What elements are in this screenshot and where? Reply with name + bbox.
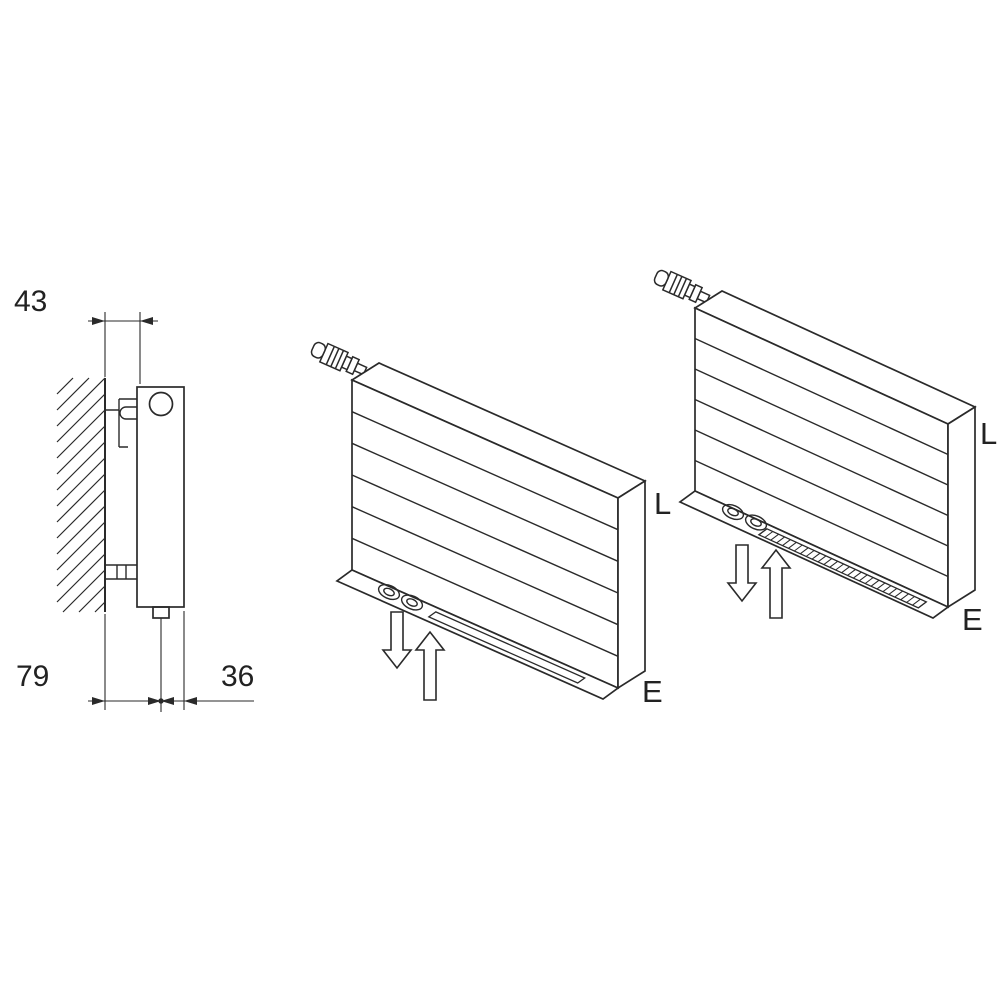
grille-tooth (770, 533, 780, 541)
panel-lines (694, 337, 949, 578)
grille-tooth (835, 563, 844, 571)
wall-hatch-icon (56, 377, 106, 613)
grille-tooth (847, 568, 856, 576)
airflow-down-arrow (381, 611, 413, 670)
connection-port (377, 583, 401, 601)
grille-tooth (888, 587, 898, 595)
valve-cap (310, 341, 327, 359)
side-view: 43 79 36 (14, 285, 254, 712)
grille-tooth (788, 541, 797, 549)
grille-tooth (858, 574, 868, 582)
valve-port-circle (148, 391, 174, 417)
valve-rib (677, 278, 688, 298)
label-end: E (962, 602, 983, 637)
valve-rib (673, 276, 683, 296)
right-end-face (947, 405, 976, 609)
label-length: L (980, 416, 997, 451)
arrowhead-right-icon (92, 697, 105, 705)
grille-tooth (764, 531, 774, 538)
grille-tooth (841, 566, 850, 574)
grille-tooth (799, 547, 809, 555)
grille-tooth (817, 555, 827, 563)
arrowhead-right-icon (92, 317, 105, 325)
connection-port-inner (727, 507, 739, 517)
bottom-pipe-stub (152, 606, 170, 619)
grille-tooth (906, 596, 915, 603)
grille-tooth (805, 550, 815, 557)
wall-brackets (105, 398, 137, 580)
label-end: E (642, 674, 663, 709)
radiator-iso-plain: L E (310, 341, 671, 709)
valve-rib (334, 350, 345, 370)
connection-port-inner (406, 598, 418, 607)
grille-tooth (870, 579, 880, 587)
grille-tooth (776, 536, 785, 544)
valve-rib (668, 274, 679, 293)
connection-port-inner (383, 587, 395, 597)
connection-port (744, 514, 768, 531)
grille-tooth (894, 590, 904, 598)
airflow-up-arrow (760, 548, 792, 619)
top-bracket (105, 398, 137, 448)
grille-tooth (864, 577, 874, 584)
grille-tooth (917, 601, 927, 609)
connection-port (400, 594, 424, 611)
grille-tooth (758, 528, 768, 536)
dimension-79-36: 79 36 (16, 611, 254, 710)
bottom-connections (377, 583, 424, 611)
arrowhead-left-icon (161, 697, 174, 705)
thermostatic-valve (653, 269, 711, 304)
bottom-connections (721, 503, 768, 531)
connection-port-inner (750, 518, 762, 527)
airflow-down-arrow (726, 544, 758, 603)
thermostatic-valve (310, 341, 368, 376)
grille-tooth (793, 544, 803, 552)
radiator-side-profile (136, 386, 185, 712)
grille-tooth (811, 552, 821, 560)
radiator-iso-grille: L E (653, 269, 997, 637)
dim-label-36: 36 (221, 660, 254, 693)
valve-rib (325, 346, 336, 365)
radiator-panel-outline (136, 386, 185, 608)
airflow-up-arrow (414, 630, 446, 701)
grille-tooth (882, 585, 892, 593)
grille-tooth (782, 539, 791, 547)
connection-port (721, 503, 745, 521)
wall-section (56, 377, 106, 613)
convector-grille (758, 528, 927, 609)
grille-tooth (853, 571, 862, 579)
bottom-bracket (105, 564, 137, 580)
grille-tooth (912, 598, 921, 606)
bottom-opening (427, 611, 587, 684)
label-length: L (654, 486, 671, 521)
grille-tooth (876, 582, 886, 590)
dimension-43: 43 (14, 285, 158, 384)
arrowhead-left-icon (140, 317, 153, 325)
valve-cap (653, 269, 670, 287)
panel-lines (351, 411, 619, 657)
valve-rib (330, 348, 340, 368)
right-end-face (617, 479, 646, 690)
dim-label-79: 79 (16, 660, 49, 693)
grille-tooth (829, 560, 839, 568)
grille-tooth (823, 558, 833, 566)
grille-tooth (900, 593, 909, 601)
arrowhead-left-icon (184, 697, 197, 705)
arrowhead-right-icon (148, 697, 161, 705)
dim-label-43: 43 (14, 285, 47, 318)
